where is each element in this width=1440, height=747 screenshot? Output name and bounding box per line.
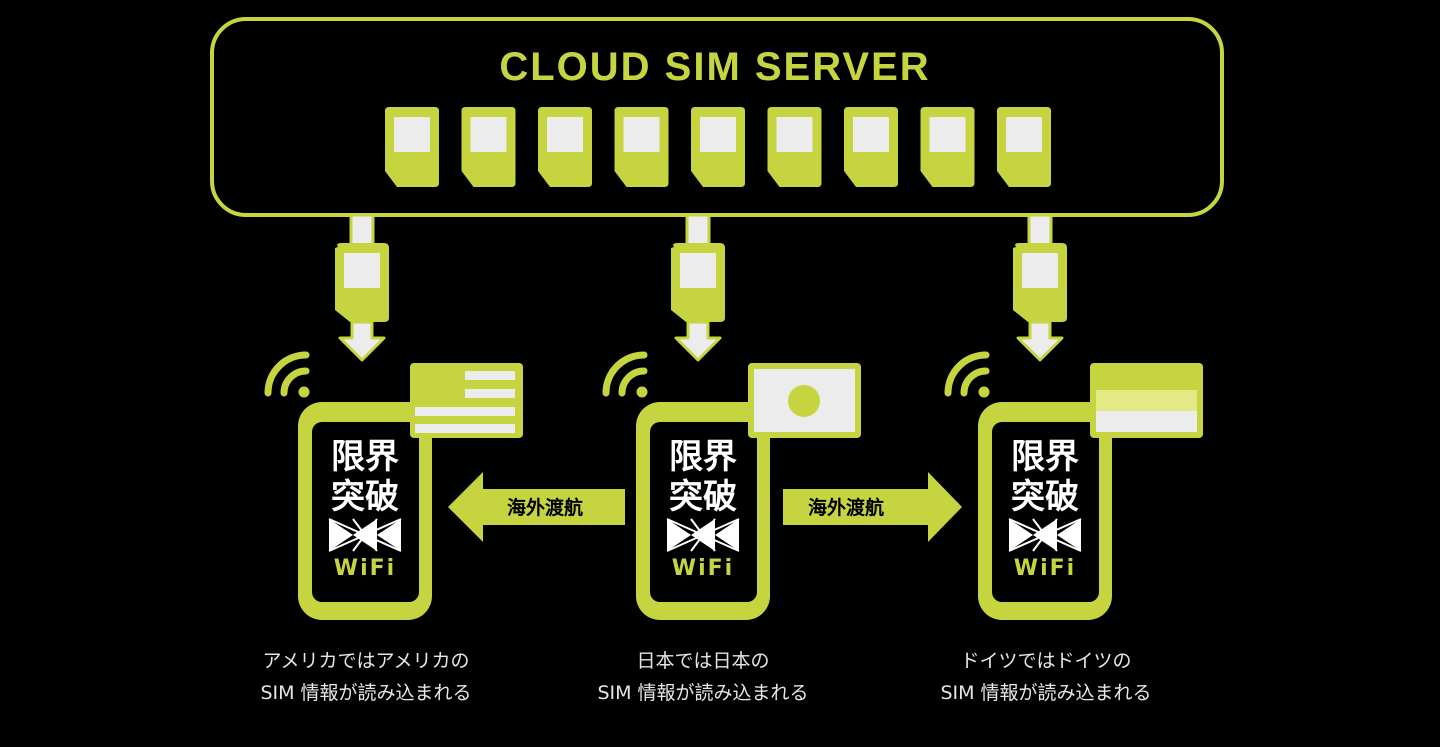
sim-card-icon	[844, 107, 898, 187]
wifi-signal-icon	[602, 351, 648, 398]
connector-sim-chip	[344, 253, 380, 288]
caption-germany: ドイツではドイツの SIM 情報が読み込まれる	[896, 645, 1196, 709]
sim-card-icon	[538, 107, 592, 187]
connector-cable	[685, 213, 711, 247]
logo-bowtie-icon	[328, 518, 402, 552]
travel-label-right: 海外渡航	[808, 496, 884, 519]
sim-chip	[470, 117, 507, 152]
sim-chip	[853, 117, 889, 152]
usa-flag-icon	[410, 363, 523, 438]
caption-japan: 日本では日本の SIM 情報が読み込まれる	[553, 645, 853, 709]
sim-chip	[547, 117, 583, 152]
sim-card-icon	[461, 107, 516, 187]
travel-arrow-left: 海外渡航	[448, 472, 625, 542]
sim-card-row	[385, 107, 1051, 187]
caption-germany-line2: SIM 情報が読み込まれる	[940, 682, 1152, 704]
download-arrow-icon	[1016, 320, 1064, 362]
phone-screen	[650, 422, 757, 602]
phone-screen	[312, 422, 419, 602]
caption-japan-line2: SIM 情報が読み込まれる	[597, 682, 809, 704]
cloud-sim-server: CLOUD SIM SERVER	[210, 17, 1224, 217]
logo-line1: 限界	[331, 437, 399, 477]
sim-card-icon	[614, 107, 669, 187]
sim-card-icon	[997, 107, 1051, 187]
download-arrow-icon	[674, 320, 722, 362]
sim-download-connector	[1013, 213, 1067, 362]
sim-chip	[394, 117, 430, 152]
logo-wifi: WiFi	[672, 556, 734, 581]
caption-usa-line2: SIM 情報が読み込まれる	[260, 682, 472, 704]
logo-line1: 限界	[1011, 437, 1079, 477]
japan-flag-icon	[748, 363, 861, 438]
germany-flag-icon	[1090, 363, 1203, 438]
sim-download-connector	[671, 213, 725, 362]
caption-usa: アメリカではアメリカの SIM 情報が読み込まれる	[216, 645, 516, 709]
connector-sim-chip	[1022, 253, 1058, 288]
logo-wifi: WiFi	[334, 556, 396, 581]
travel-label-left: 海外渡航	[507, 496, 583, 519]
travel-arrow-right: 海外渡航	[783, 472, 962, 542]
logo-line2: 突破	[331, 477, 399, 517]
download-arrow-icon	[338, 320, 386, 362]
logo-bowtie-icon	[666, 518, 740, 552]
sim-card-icon	[385, 107, 439, 187]
sim-card-icon	[920, 107, 975, 187]
logo-wifi: WiFi	[1014, 556, 1076, 581]
connector-sim-chip	[680, 253, 716, 288]
sim-download-connector	[335, 213, 389, 362]
connector-cable	[349, 213, 375, 247]
sim-connectors	[335, 213, 1067, 362]
sim-chip	[623, 117, 660, 152]
sim-chip	[1006, 117, 1042, 152]
caption-usa-line1: アメリカではアメリカの	[262, 650, 470, 672]
logo-line1: 限界	[669, 437, 737, 477]
logo-line2: 突破	[1011, 477, 1079, 517]
sim-card-icon	[691, 107, 745, 187]
logo-line2: 突破	[669, 477, 737, 517]
sim-chip	[700, 117, 736, 152]
connector-cable	[1027, 213, 1053, 247]
arrow-right-icon	[783, 472, 962, 542]
logo-bowtie-icon	[1008, 518, 1082, 552]
sim-card-icon	[767, 107, 822, 187]
sim-chip	[776, 117, 813, 152]
server-title: CLOUD SIM SERVER	[499, 45, 930, 89]
phone-screen	[992, 422, 1099, 602]
caption-japan-line1: 日本では日本の	[636, 650, 770, 672]
wifi-signal-icon	[944, 351, 990, 398]
caption-germany-line1: ドイツではドイツの	[960, 650, 1132, 672]
sim-chip	[929, 117, 966, 152]
wifi-signal-icon	[264, 351, 310, 398]
arrow-left-icon	[448, 472, 625, 542]
